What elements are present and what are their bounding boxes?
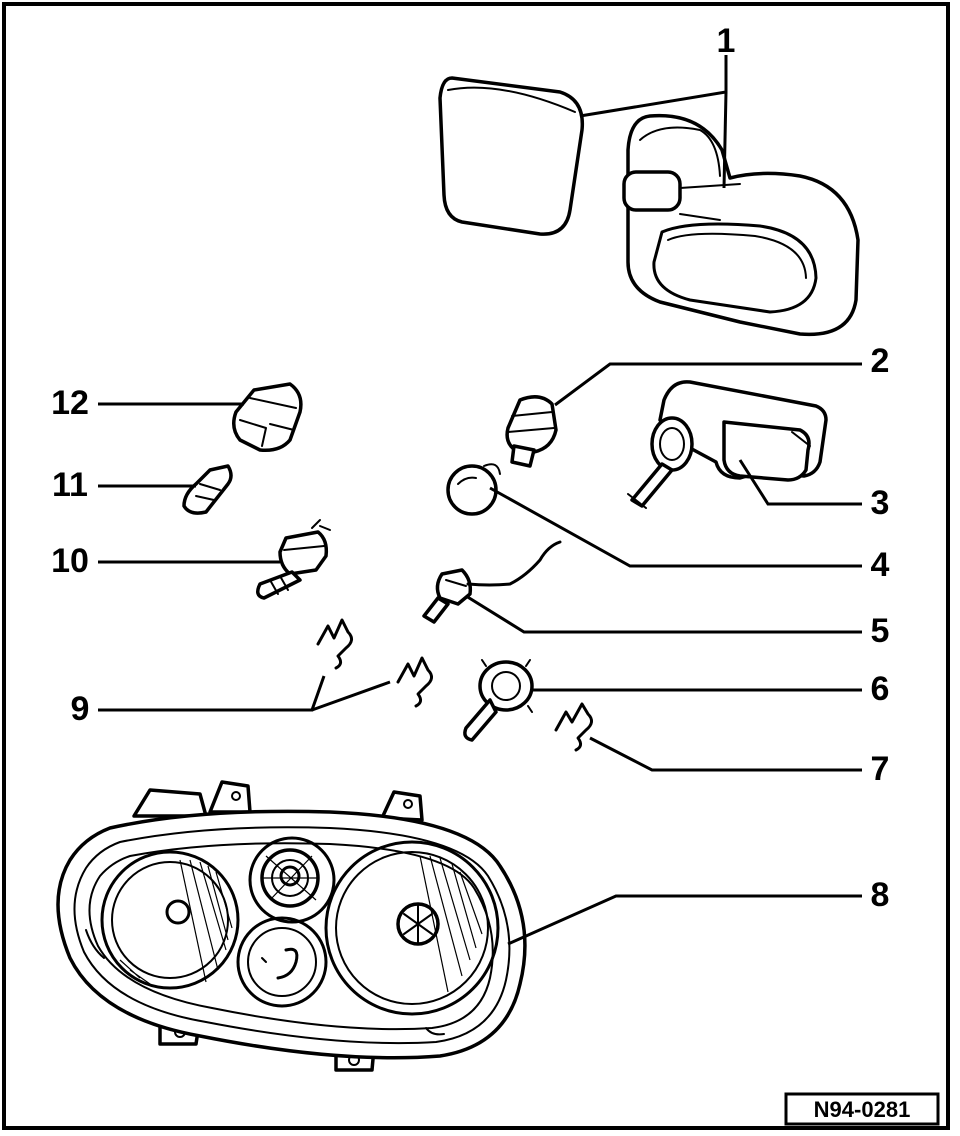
callout-5: 5 (871, 612, 890, 650)
part-6-flange-bulb (463, 659, 534, 742)
reference-code-box: N94-0281 (784, 1092, 940, 1126)
part-8-headlight-housing (56, 780, 527, 1072)
callout-11: 11 (52, 466, 88, 504)
callout-3: 3 (871, 484, 890, 522)
callout-2: 2 (871, 342, 890, 380)
callout-8: 8 (871, 876, 890, 914)
part-1-covers (438, 76, 860, 337)
reference-code: N94-0281 (814, 1097, 911, 1122)
callout-7: 7 (871, 750, 890, 788)
callout-6: 6 (871, 670, 890, 708)
callout-9: 9 (71, 690, 90, 728)
part-11-wedge-bulb (182, 464, 233, 515)
callout-12: 12 (51, 384, 89, 422)
callout-1: 1 (717, 22, 736, 60)
part-12-bulb-holder (232, 382, 303, 453)
part-2-bulb-socket (505, 395, 558, 468)
callout-4: 4 (871, 546, 890, 584)
part-5-wired-bulb (422, 540, 562, 624)
callout-10: 10 (51, 542, 89, 580)
part-10-bulb (256, 519, 331, 600)
part-3-connector (627, 380, 828, 509)
part-9-spring-clips (316, 618, 433, 708)
part-7-spring-clip (554, 702, 593, 752)
